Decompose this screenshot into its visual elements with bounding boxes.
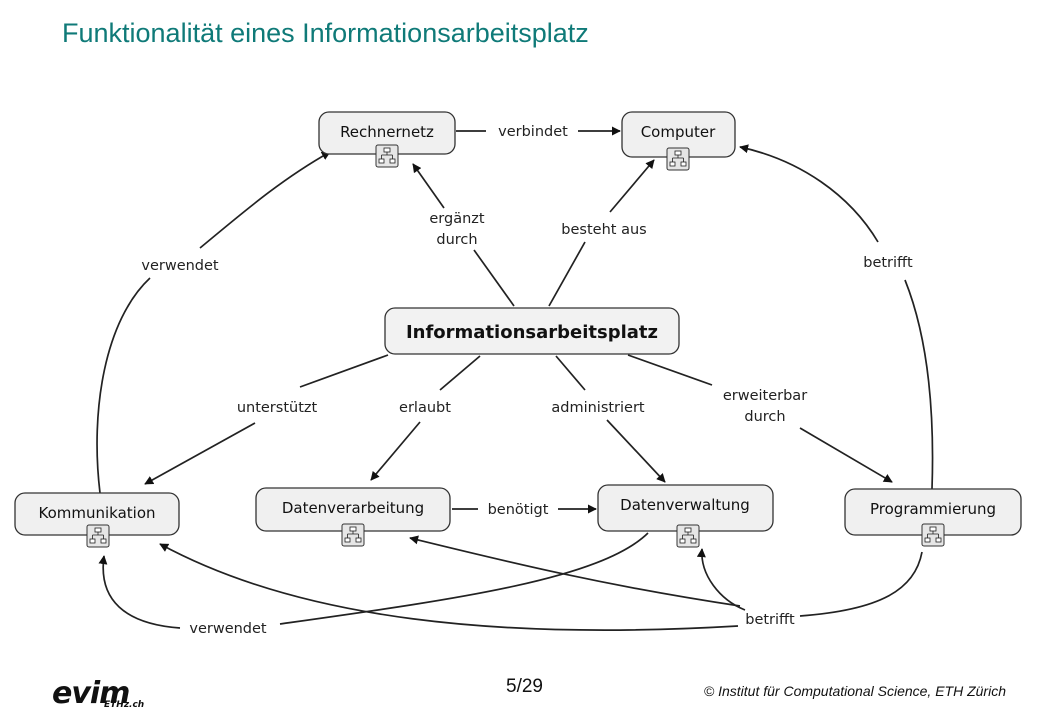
link-label-verwendet-bottom: verwendet <box>189 621 267 637</box>
concept-datenverarbeitung[interactable]: Datenverarbeitung <box>255 487 451 532</box>
edge-betrifft-datenverwaltung <box>696 548 746 611</box>
concept-map-icon[interactable] <box>375 144 399 168</box>
link-label-ergaenzt: ergänzt <box>429 211 485 227</box>
edge-iap-administriert <box>555 355 586 391</box>
link-label-ergaenzt-durch: durch <box>436 232 477 248</box>
concept-label: Computer <box>641 123 716 141</box>
edge-erlaubt-datenverarbeitung <box>370 421 421 481</box>
concept-label: Programmierung <box>870 500 996 518</box>
concept-label: Rechnernetz <box>340 123 434 141</box>
edge-iap-erlaubt <box>439 355 481 391</box>
link-label-unterstuetzt: unterstützt <box>237 400 318 416</box>
concept-label: Datenverarbeitung <box>282 499 424 517</box>
link-label-verwendet-top: verwendet <box>141 258 219 274</box>
edge-erweiterbar-programmierung <box>799 427 893 483</box>
concept-map-icon[interactable] <box>86 524 110 548</box>
edge-betrifft-kommunikation <box>159 543 739 631</box>
edge-verwendet-kommunikation <box>98 555 181 629</box>
concept-map-icon[interactable] <box>341 523 365 547</box>
evim-logo-subtext: ETHz.ch <box>104 700 145 710</box>
link-label-betrifft-bottom: betrifft <box>745 612 795 628</box>
concept-kommunikation[interactable]: Kommunikation <box>14 492 180 536</box>
page-number: 5/29 <box>506 676 543 697</box>
concept-map-icon[interactable] <box>921 523 945 547</box>
edge-programmierung-betrifft-bottom <box>799 551 923 617</box>
concept-rechnernetz[interactable]: Rechnernetz <box>318 111 456 155</box>
concept-label: Datenverwaltung <box>620 496 750 514</box>
edge-kommunikation-verwendet <box>96 277 151 494</box>
edge-iap-unterstuetzt <box>299 354 389 388</box>
edge-iap-ergaenzt <box>473 249 515 307</box>
link-label-erweiterbar-durch: durch <box>744 409 785 425</box>
edge-iap-erweiterbar <box>627 354 713 386</box>
edge-iap-besteht <box>548 241 586 307</box>
link-label-besteht-aus: besteht aus <box>561 222 646 238</box>
concept-map-icon[interactable] <box>676 524 700 548</box>
link-label-betrifft-top: betrifft <box>863 255 913 271</box>
edge-betrifft-datenverarbeitung <box>409 535 741 607</box>
edge-programmierung-betrifft <box>904 279 934 490</box>
concept-label: Kommunikation <box>38 504 155 522</box>
concept-informationsarbeitsplatz[interactable]: Informationsarbeitsplatz <box>384 307 680 355</box>
concept-map: verbindet ergänzt durch besteht aus verw… <box>14 111 1022 637</box>
concept-datenverwaltung[interactable]: Datenverwaltung <box>597 484 774 532</box>
edge-besteht-computer <box>609 159 655 213</box>
concept-label: Informationsarbeitsplatz <box>406 322 658 343</box>
link-label-erweiterbar: erweiterbar <box>723 388 807 404</box>
edge-betrifft-computer <box>739 144 879 243</box>
slide-title: Funktionalität eines Informationsarbeits… <box>62 18 589 48</box>
link-label-erlaubt: erlaubt <box>399 400 451 416</box>
copyright-notice: © Institut für Computational Science, ET… <box>703 683 1006 699</box>
edge-unterstuetzt-kommunikation <box>144 422 256 485</box>
concept-map-icon[interactable] <box>666 147 690 171</box>
concept-programmierung[interactable]: Programmierung <box>844 488 1022 536</box>
link-label-verbindet: verbindet <box>498 124 568 140</box>
edge-ergaenzt-rechnernetz <box>412 163 445 209</box>
edge-verwendet-rechnernetz <box>199 151 331 249</box>
concept-computer[interactable]: Computer <box>621 111 736 158</box>
link-label-benoetigt: benötigt <box>488 502 549 518</box>
edge-datenverwaltung-verwendet <box>279 532 649 625</box>
evim-logo: evim <box>52 676 130 711</box>
edge-administriert-datenverwaltung <box>606 419 666 483</box>
link-label-administriert: administriert <box>551 400 645 416</box>
